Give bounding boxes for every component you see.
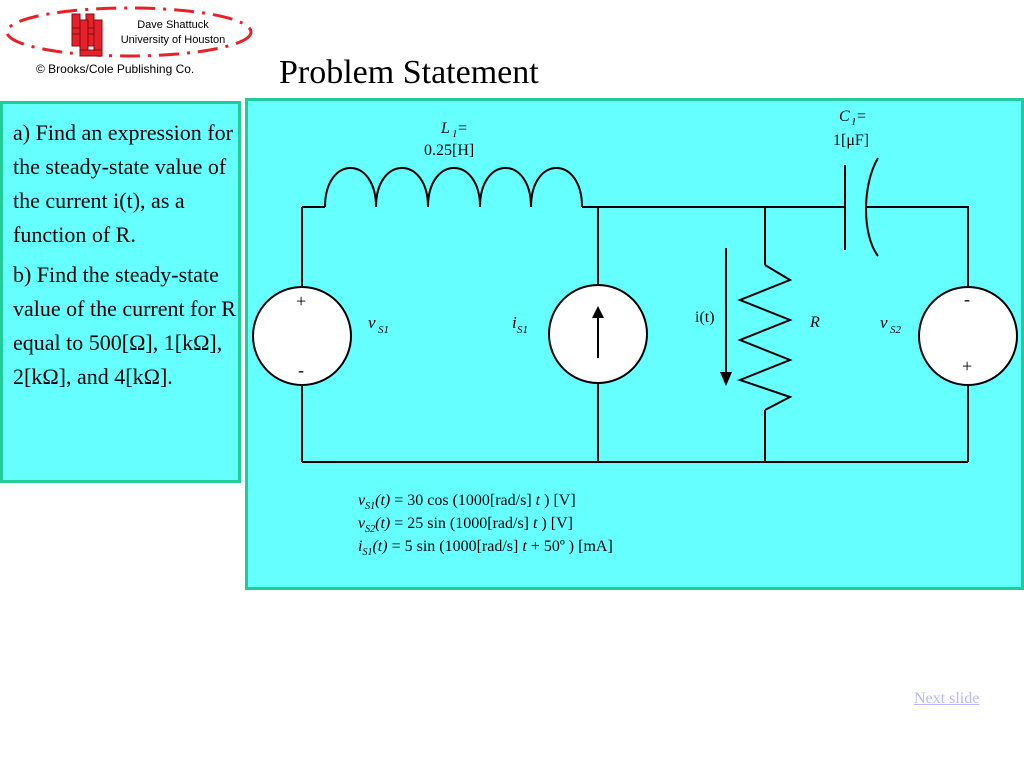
current-source-arrowhead: [592, 306, 604, 318]
inductor-label: L: [440, 120, 450, 137]
eq-arg: (t): [372, 538, 388, 555]
capacitor-label-eq: =: [857, 108, 866, 125]
next-slide-link[interactable]: Next slide: [914, 690, 980, 707]
voltage-source-1: [252, 286, 352, 386]
circuit-diagram: L 1 = 0.25[H] C 1 = 1[μF] + - v S1 i S1 …: [252, 108, 1018, 463]
eq-sub: S2: [365, 524, 376, 536]
capacitor-label: C: [839, 108, 850, 125]
vs2-label-sub: S2: [890, 324, 902, 336]
eq-rest: = 25 sin (1000[rad/s]: [390, 515, 533, 532]
problem-text: a) Find an expression for the steady-sta…: [13, 116, 241, 394]
uh-logo-icon: [5, 6, 253, 58]
eq-arg: (t): [375, 492, 391, 509]
vs1-minus: -: [298, 360, 304, 380]
resistor-label: R: [809, 314, 820, 331]
eq-var: i: [358, 538, 363, 555]
current-label: i(t): [695, 309, 715, 326]
inductor-value: 0.25[H]: [424, 142, 474, 159]
equation-is1: iS1(t) = 5 sin (1000[rad/s] t + 50º ) [m…: [358, 538, 613, 558]
author-name: Dave Shattuck: [137, 19, 209, 31]
problem-part-a: a) Find an expression for the steady-sta…: [13, 120, 233, 247]
vs2-label: v: [880, 313, 888, 332]
problem-part-b: b) Find the steady-state value of the cu…: [13, 262, 236, 389]
is1-label-sub: S1: [517, 324, 528, 336]
capacitor-label-sub: 1: [851, 116, 857, 128]
page-title: Problem Statement: [279, 54, 539, 91]
author-block: Dave Shattuck University of Houston: [108, 18, 238, 48]
equation-vs1: vS1(t) = 30 cos (1000[rad/s] t ) [V]: [358, 492, 576, 512]
inductor-label-sub: 1: [452, 128, 458, 140]
vs1-label-sub: S1: [378, 324, 389, 336]
eq-arg: (t): [375, 515, 391, 532]
vs2-minus: -: [964, 289, 970, 309]
inductor-symbol: [324, 167, 583, 208]
eq-tail: + 50º ) [mA]: [526, 538, 613, 555]
problem-panel: a) Find an expression for the steady-sta…: [0, 101, 241, 483]
equation-vs2: vS2(t) = 25 sin (1000[rad/s] t ) [V]: [358, 515, 573, 535]
author-affiliation: University of Houston: [120, 34, 226, 46]
eq-t: t: [533, 515, 538, 532]
resistor-symbol: [737, 264, 793, 411]
is1-label: i: [512, 313, 517, 332]
eq-sub: S1: [362, 547, 373, 559]
eq-sub: S1: [365, 501, 376, 513]
eq-tail: ) [V]: [537, 515, 573, 532]
eq-tail: ) [V]: [540, 492, 576, 509]
eq-rest: = 30 cos (1000[rad/s]: [390, 492, 536, 509]
eq-t: t: [522, 538, 527, 555]
vs2-plus: +: [962, 356, 972, 376]
voltage-source-2: [918, 286, 1018, 386]
copyright: © Brooks/Cole Publishing Co.: [36, 62, 195, 76]
eq-rest: = 5 sin (1000[rad/s]: [387, 538, 523, 555]
eq-t: t: [535, 492, 541, 509]
capacitor-plate-2: [865, 157, 879, 257]
eq-var: v: [358, 515, 366, 532]
capacitor-value: 1[μF]: [833, 132, 869, 149]
current-direction-arrowhead: [720, 372, 732, 386]
vs1-plus: +: [296, 291, 306, 311]
eq-var: v: [358, 492, 366, 509]
vs1-label: v: [368, 313, 376, 332]
wire-right: [866, 206, 969, 462]
inductor-label-eq: =: [458, 120, 467, 137]
